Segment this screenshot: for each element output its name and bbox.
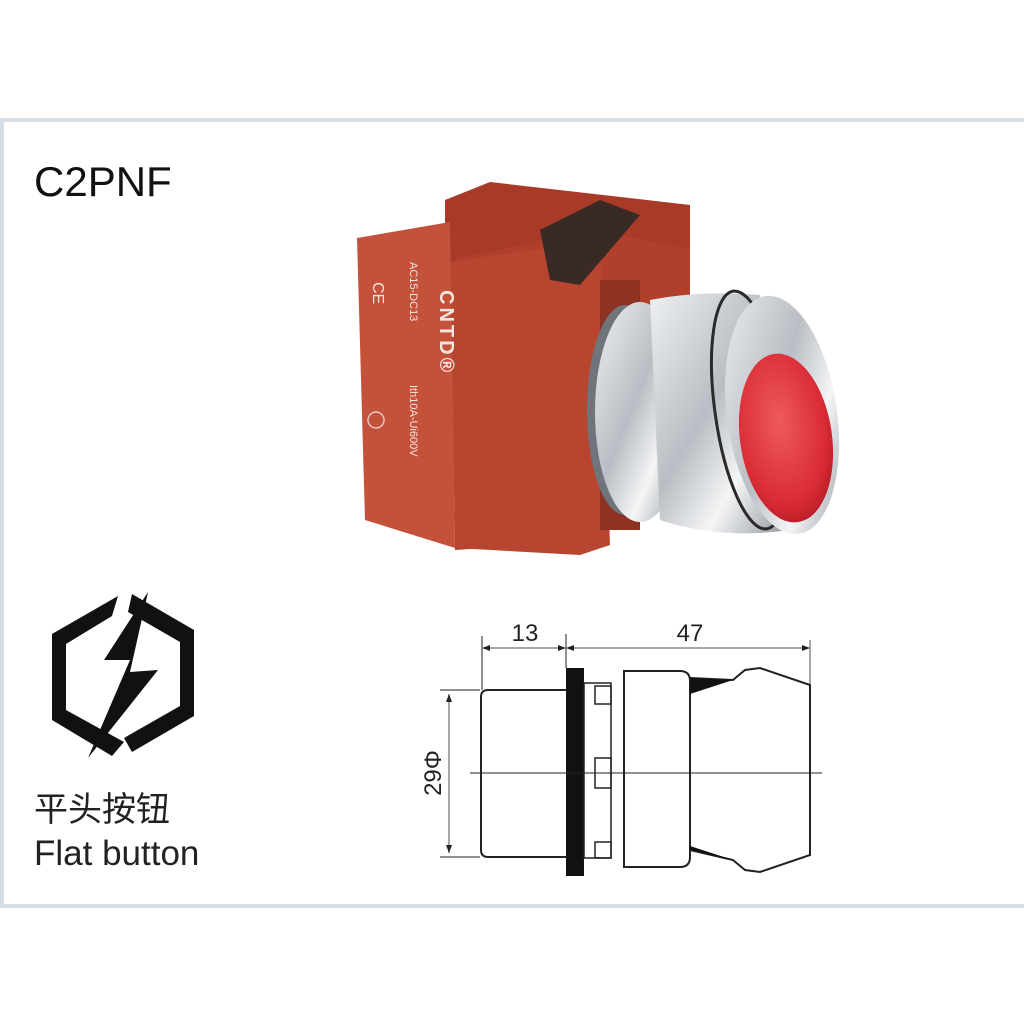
red-button-cap [738, 353, 834, 523]
dimension-label-diameter: 29Φ [420, 750, 447, 796]
type-label-zh: 平头按钮 [34, 791, 170, 829]
push-button-head [587, 289, 839, 535]
brand-marking: CNTD® [435, 290, 457, 375]
spec-marking: Ith10A-Ui600V [407, 385, 419, 457]
ce-marking: CE [369, 282, 386, 304]
dimension-label-13: 13 [512, 620, 539, 647]
rating-marking: AC15-DC13 [407, 262, 419, 321]
type-label-en: Flat button [34, 834, 200, 873]
mounting-flange [566, 668, 584, 876]
dimension-label-47: 47 [677, 620, 704, 647]
model-title: C2PNF [34, 158, 172, 205]
contact-block: CNTD® AC15-DC13 Ith10A-Ui600V CE [357, 182, 690, 555]
